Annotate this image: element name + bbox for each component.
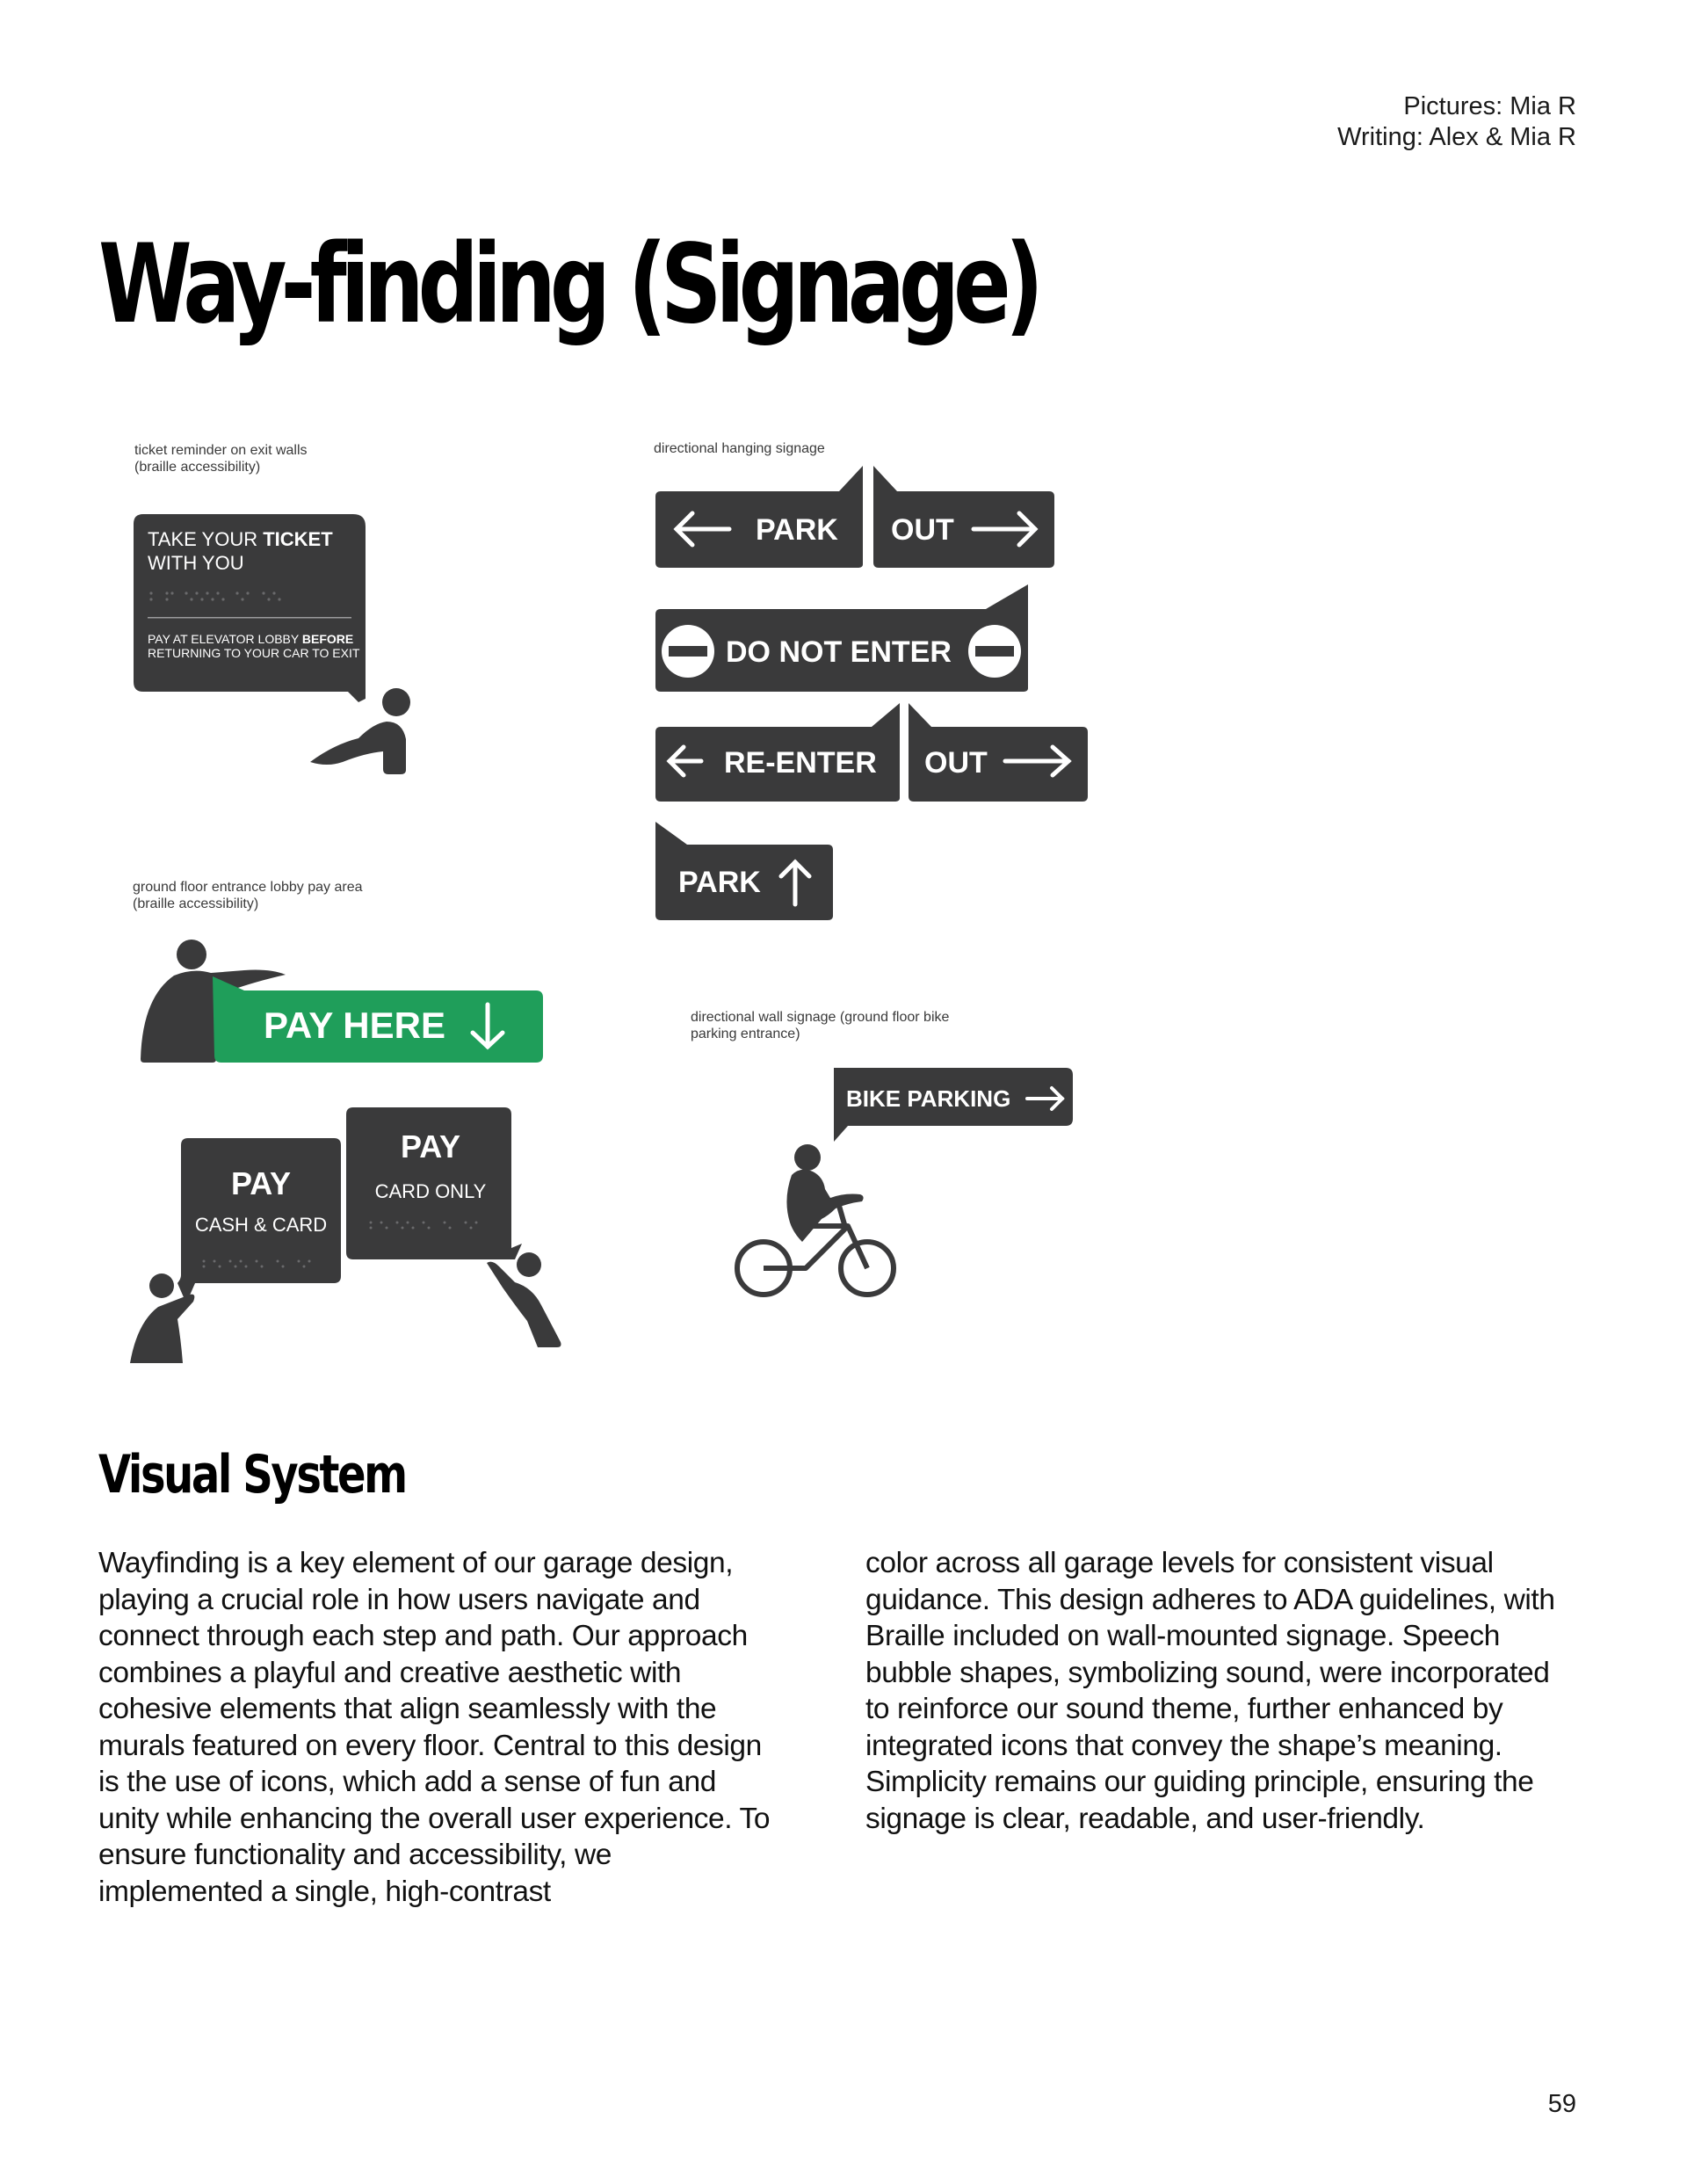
- park-label-2: PARK: [678, 866, 761, 899]
- caption-lobby-pay: ground floor entrance lobby pay area (br…: [133, 880, 363, 911]
- credit-pictures: Pictures: Mia R: [1403, 92, 1576, 120]
- page-number: 59: [1547, 2090, 1576, 2118]
- credit-writing: Writing: Alex & Mia R: [1337, 123, 1576, 151]
- person-icon: [487, 1252, 561, 1347]
- person-icon: [141, 940, 286, 1063]
- ticket-text-3a: PAY AT ELEVATOR LOBBY: [148, 632, 302, 646]
- arrow-right-icon: [1003, 744, 1072, 778]
- pay-here-label: PAY HERE: [264, 1005, 445, 1046]
- arrow-right-icon: [1025, 1086, 1065, 1111]
- ticket-text-1a: TAKE YOUR: [148, 528, 263, 550]
- svg-text:PAY AT ELEVATOR LOBBY BEFORE: PAY AT ELEVATOR LOBBY BEFORE: [148, 632, 353, 646]
- bike-parking-label: BIKE PARKING: [846, 1085, 1010, 1112]
- sign-pay-here: PAY HERE: [141, 940, 543, 1063]
- do-not-enter-label: DO NOT ENTER: [726, 635, 952, 669]
- arrow-up-icon: [778, 859, 812, 907]
- section-heading: Visual System: [98, 1444, 408, 1506]
- svg-text:TAKE YOUR TICKET: TAKE YOUR TICKET: [148, 528, 333, 550]
- braille-dots: [202, 1259, 311, 1268]
- out-label: OUT: [891, 513, 954, 547]
- ticket-text-4: RETURNING TO YOUR CAR TO EXIT: [148, 646, 360, 660]
- arrow-left-icon: [666, 744, 704, 778]
- arrow-down-icon: [470, 1002, 505, 1050]
- person-icon: [130, 1273, 195, 1363]
- credits: Pictures: Mia R Writing: Alex & Mia R: [1337, 91, 1576, 153]
- braille-dots: [149, 591, 281, 601]
- sign-park-out: PARK OUT: [655, 466, 1054, 568]
- card-only-label: CARD ONLY: [375, 1180, 487, 1202]
- ticket-reminder-sign: TAKE YOUR TICKET WITH YOU PAY AT ELEVATO…: [134, 514, 410, 774]
- arrow-left-icon: [673, 511, 732, 548]
- sign-re-enter-out: RE-ENTER OUT: [655, 703, 1088, 802]
- caption-wall-signage: directional wall signage (ground floor b…: [691, 1010, 950, 1041]
- cash-card-label: CASH & CARD: [195, 1214, 327, 1236]
- out-label-2: OUT: [924, 746, 988, 780]
- sign-bike-parking: BIKE PARKING: [735, 1068, 1073, 1297]
- park-label: PARK: [756, 513, 838, 547]
- pay-signs-group: PAY CASH & CARD PAY CARD ONLY: [130, 1107, 561, 1363]
- no-entry-icon: [662, 625, 714, 678]
- caption-hanging-signage: directional hanging signage: [654, 441, 825, 456]
- sign-do-not-enter: DO NOT ENTER: [655, 584, 1028, 692]
- pay-label-left: PAY: [231, 1165, 291, 1201]
- braille-dots: [369, 1221, 478, 1230]
- person-icon: [310, 688, 410, 774]
- page-title: Way-finding (Signage): [98, 221, 1044, 348]
- re-enter-label: RE-ENTER: [724, 746, 877, 780]
- arrow-right-icon: [971, 511, 1039, 548]
- body-column-left: Wayfinding is a key element of our garag…: [98, 1547, 771, 1908]
- caption-ticket-reminder: ticket reminder on exit walls (braille a…: [134, 443, 308, 475]
- no-entry-icon: [968, 625, 1021, 678]
- ticket-text-1b: TICKET: [263, 528, 333, 550]
- body-column-right: color across all garage levels for consi…: [865, 1547, 1555, 1835]
- ticket-text-2: WITH YOU: [148, 552, 244, 574]
- bicycle-icon: [735, 1144, 896, 1297]
- sign-park-up: PARK: [655, 822, 833, 920]
- ticket-text-3b: BEFORE: [302, 632, 353, 646]
- pay-label-right: PAY: [401, 1128, 460, 1165]
